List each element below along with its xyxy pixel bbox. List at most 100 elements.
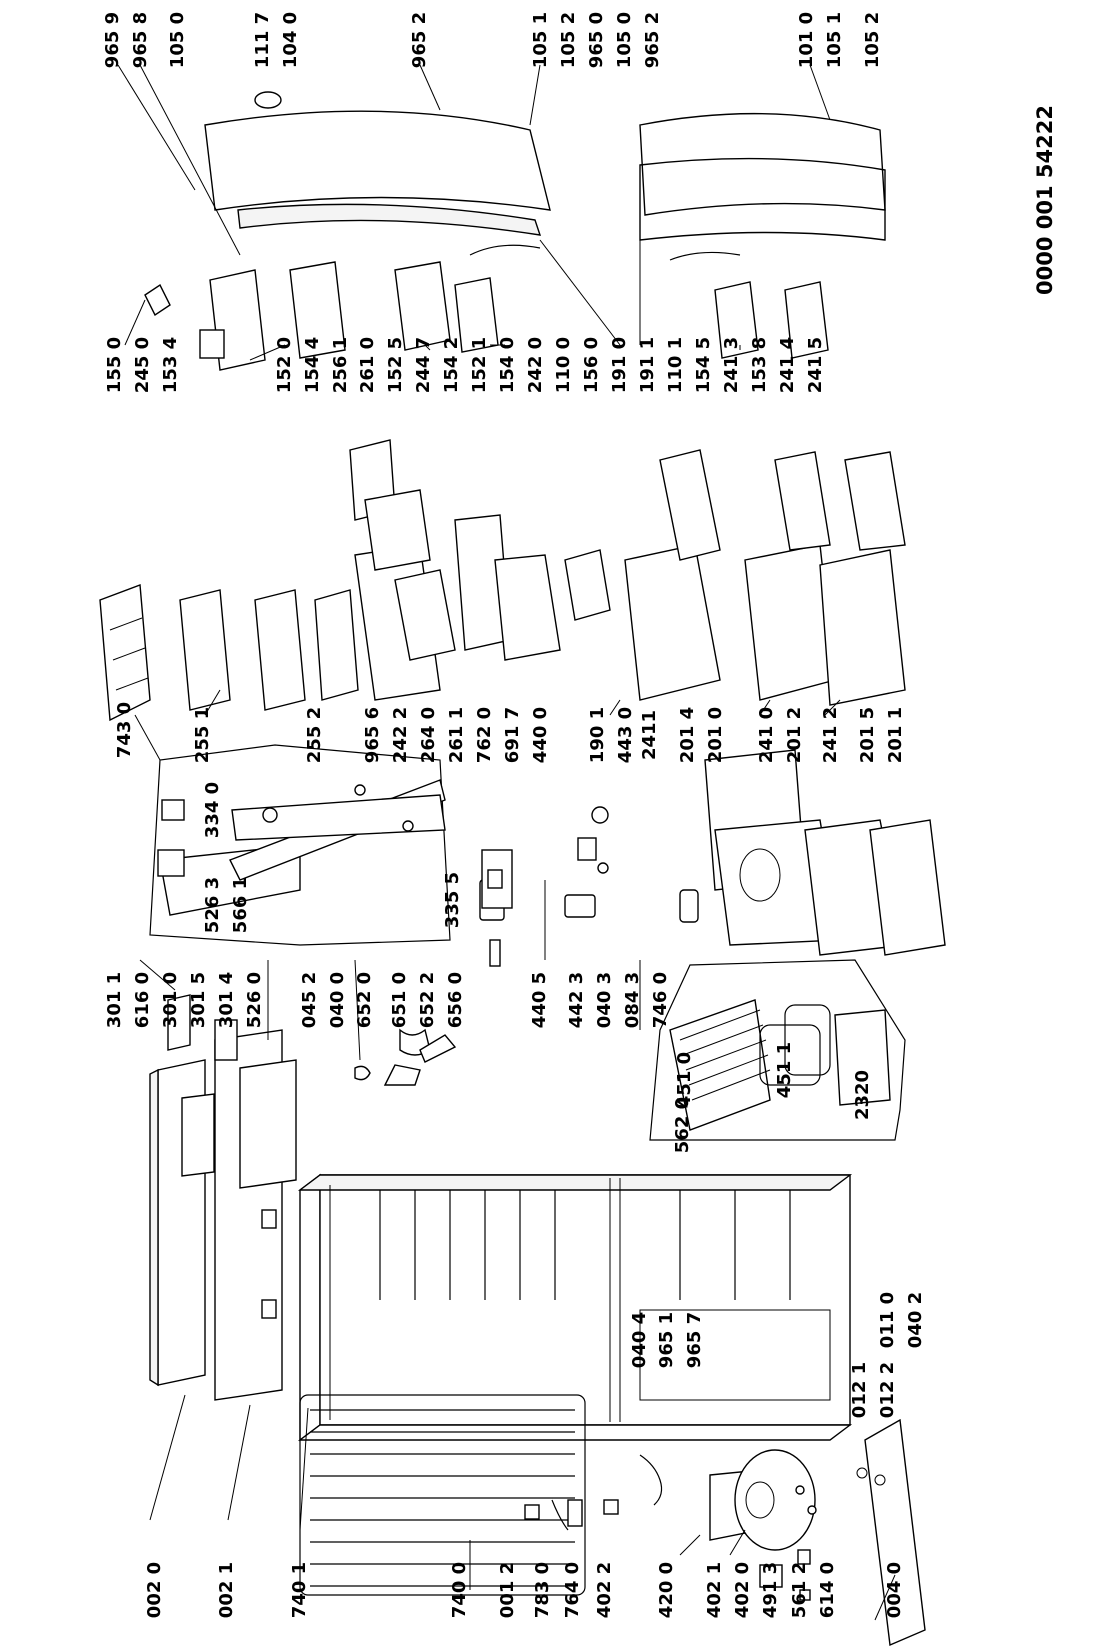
- door-handles-110: [469, 244, 741, 261]
- part-label: 101 0: [796, 12, 817, 68]
- part-label: 965 7: [684, 1312, 705, 1368]
- drawer-fronts-241-3-5: [659, 449, 906, 561]
- part-label: 201 0: [705, 707, 726, 763]
- fan-parts-651-656: [354, 1028, 457, 1086]
- part-label: 301 0: [160, 972, 181, 1028]
- part-label: 451 0: [674, 1052, 695, 1108]
- part-label: 012 2: [877, 1362, 898, 1418]
- part-label: 040 3: [594, 972, 615, 1028]
- shelves-255-1: [179, 589, 359, 711]
- part-label: 245 0: [132, 337, 153, 393]
- part-label: 241 2: [820, 707, 841, 763]
- part-label: 965 6: [362, 707, 383, 763]
- part-label: 442 3: [566, 972, 587, 1028]
- part-label: 740 1: [289, 1562, 310, 1618]
- part-label: 154 0: [497, 337, 518, 393]
- part-label: 261 1: [446, 707, 467, 763]
- part-label: 152 1: [469, 337, 490, 393]
- part-label: 526 3: [202, 877, 223, 933]
- part-label: 154 5: [693, 337, 714, 393]
- part-label: 153 8: [749, 337, 770, 393]
- part-label: 651 0: [389, 972, 410, 1028]
- compressor-402-0: [709, 1449, 817, 1601]
- evaporator-box-746-0: [649, 959, 906, 1141]
- part-label: 261 0: [357, 337, 378, 393]
- part-label: 002 1: [216, 1562, 237, 1618]
- part-label: 241 0: [756, 707, 777, 763]
- leader-lines: [117, 64, 896, 1621]
- shelf-245-0: [99, 584, 151, 722]
- part-label: 105 2: [862, 12, 883, 68]
- part-label: 201 1: [885, 707, 906, 763]
- part-label: 402 0: [732, 1562, 753, 1618]
- part-label: 242 2: [390, 707, 411, 763]
- part-label: 335 5: [442, 872, 463, 928]
- part-label: 105 1: [824, 12, 845, 68]
- part-label: 561 2: [789, 1562, 810, 1618]
- part-label: 241 5: [805, 337, 826, 393]
- part-label: 402 1: [704, 1562, 725, 1618]
- part-label: 783 0: [532, 1562, 553, 1618]
- part-label: 652 2: [417, 972, 438, 1028]
- part-label: 301 4: [216, 972, 237, 1028]
- small-parts-bottom-left: [524, 1454, 663, 1531]
- evaporator-562-0: [669, 999, 771, 1131]
- part-label: 764 0: [562, 1562, 583, 1618]
- part-label: 743 0: [114, 702, 135, 758]
- part-label: 040 0: [327, 972, 348, 1028]
- part-label: 746 0: [650, 972, 671, 1028]
- part-label: 2320: [852, 1070, 873, 1120]
- part-label: 740 0: [449, 1562, 470, 1618]
- part-label: 241 3: [721, 337, 742, 393]
- part-label: 255 1: [192, 707, 213, 763]
- part-label: 190 1: [587, 707, 608, 763]
- part-label: 155 0: [104, 337, 125, 393]
- part-label: 191 1: [637, 337, 658, 393]
- part-label: 264 0: [418, 707, 439, 763]
- part-label: 440 0: [530, 707, 551, 763]
- part-label: 201 5: [857, 707, 878, 763]
- part-label: 012 1: [849, 1362, 870, 1418]
- part-label: 301 1: [104, 972, 125, 1028]
- part-label: 154 2: [441, 337, 462, 393]
- part-label: 616 0: [132, 972, 153, 1028]
- part-label: 153 4: [160, 337, 181, 393]
- part-label: 040 4: [629, 1312, 650, 1368]
- part-label: 242 0: [525, 337, 546, 393]
- part-label: 526 0: [244, 972, 265, 1028]
- part-label: 011 0: [877, 1292, 898, 1348]
- part-label: 105 2: [558, 12, 579, 68]
- part-label: 201 2: [784, 707, 805, 763]
- part-label: 045 2: [299, 972, 320, 1028]
- crispers-242-0: [454, 514, 561, 661]
- part-label: 451 1: [774, 1042, 795, 1098]
- part-label: 491 3: [760, 1562, 781, 1618]
- part-label: 105 1: [530, 12, 551, 68]
- part-label: 965 0: [586, 12, 607, 68]
- part-label: 2411: [639, 710, 660, 760]
- part-label: 152 0: [274, 337, 295, 393]
- part-label: 762 0: [474, 707, 495, 763]
- part-label: 965 9: [102, 12, 123, 68]
- door-bins-152: [209, 261, 499, 371]
- fan-bracket-261: [349, 439, 431, 571]
- part-label: 965 2: [409, 12, 430, 68]
- bottom-panels-201: [679, 749, 946, 956]
- door-bins-153-154: [144, 281, 829, 359]
- part-label: 004 0: [884, 1562, 905, 1618]
- part-label: 443 0: [615, 707, 636, 763]
- part-label: 965 8: [130, 12, 151, 68]
- part-label: 334 0: [202, 782, 223, 838]
- part-label: 256 1: [330, 337, 351, 393]
- part-label: 001 2: [497, 1562, 518, 1618]
- part-label: 440 5: [529, 972, 550, 1028]
- hinge-assembly-743-0: [149, 744, 451, 946]
- part-label: 110 0: [553, 337, 574, 393]
- part-label: 154 4: [302, 337, 323, 393]
- document-code: 0000 001 54222: [1033, 105, 1057, 295]
- cabinet-body: [297, 1173, 853, 1442]
- part-label: 965 1: [656, 1312, 677, 1368]
